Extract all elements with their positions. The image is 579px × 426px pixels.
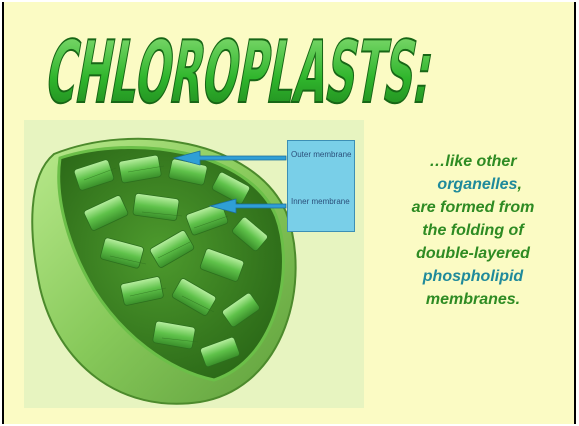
caption-line-4: the folding of — [370, 219, 576, 242]
caption-line-5: double-layered — [370, 242, 576, 265]
caption-line-2: organelles, — [370, 173, 576, 196]
caption-organelles: organelles — [437, 176, 517, 193]
inner-membrane-label: Inner membrane — [291, 197, 350, 206]
outer-membrane-label: Outer membrane — [291, 150, 351, 159]
slide-title-text: CHLOROPLASTS: — [39, 24, 438, 116]
membrane-label-box: Outer membrane Inner membrane — [287, 140, 355, 232]
slide-caption: …like other organelles, are formed from … — [370, 150, 576, 311]
caption-phospholipid: phospholipid — [370, 265, 576, 288]
slide-title: CHLOROPLASTS: — [38, 16, 438, 116]
caption-comma: , — [517, 176, 521, 193]
caption-line-3: are formed from — [370, 196, 576, 219]
caption-line-1: …like other — [370, 150, 576, 173]
caption-line-7: membranes. — [370, 288, 576, 311]
